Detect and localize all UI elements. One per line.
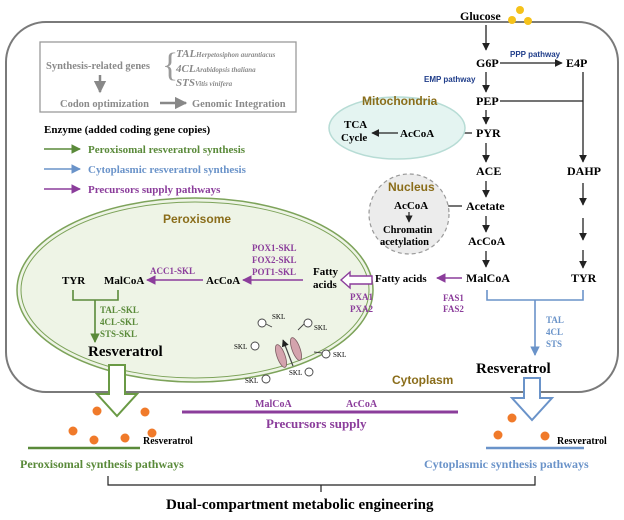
skl-label-6: SKL bbox=[245, 377, 258, 385]
px-malcoa-label: MalCoA bbox=[104, 275, 144, 287]
fox2-label: FOX2-SKL bbox=[252, 255, 297, 265]
cyto-resveratrol-dots-icon bbox=[493, 413, 550, 441]
skl-signal-group bbox=[250, 318, 331, 384]
legend-title: Enzyme (added coding gene copies) bbox=[44, 124, 211, 136]
precursor-malcoa-label: MalCoA bbox=[255, 399, 292, 410]
px-4cl-label: 4CL-SKL bbox=[100, 317, 138, 327]
species-sts: Vitis vinifera bbox=[195, 80, 233, 88]
synthesis-genes-label: Synthesis-related genes bbox=[46, 61, 150, 72]
legend-label-cytoplasmic: Cytoplasmic resveratrol synthesis bbox=[88, 164, 247, 176]
cyto-resveratrol-label: Resveratrol bbox=[476, 361, 551, 377]
cell-membrane bbox=[5, 21, 619, 393]
e4p-label: E4P bbox=[566, 56, 587, 70]
peroxisome-organelle-inner bbox=[20, 201, 370, 379]
precursor-acoa-label: AcCoA bbox=[346, 399, 378, 410]
glucose-label: Glucose bbox=[460, 9, 501, 23]
legend-label-precursors: Precursors supply pathways bbox=[88, 184, 221, 196]
ppp-pathway-label: PPP pathway bbox=[510, 50, 561, 59]
fas1-label: FAS1 bbox=[443, 293, 464, 303]
mito-acoa-label: AcCoA bbox=[400, 128, 434, 140]
pxa2-label: PXA2 bbox=[350, 304, 373, 314]
synthesis-genes-box bbox=[39, 41, 297, 113]
px-tyr-label: TYR bbox=[62, 275, 86, 287]
brace-glyph: { bbox=[162, 47, 178, 84]
skl-label-5: SKL bbox=[289, 369, 302, 377]
codon-optimization-label: Codon optimization bbox=[60, 99, 149, 110]
nucleus-title: Nucleus bbox=[388, 180, 435, 194]
cytoplasmic-pathways-label: Cytoplasmic synthesis pathways bbox=[424, 457, 589, 471]
precursor-supply-label: Precursors supply bbox=[266, 416, 367, 431]
skl-label-2: SKL bbox=[314, 324, 327, 332]
skl-label-1: SKL bbox=[272, 313, 285, 321]
emp-pathway-label: EMP pathway bbox=[424, 75, 476, 84]
gene-tal: TAL bbox=[176, 48, 196, 60]
fatty-acids-cyto-label: Fatty acids bbox=[375, 273, 427, 285]
genomic-integration-label: Genomic Integration bbox=[192, 99, 286, 110]
cyto-synthesis-connector bbox=[486, 290, 584, 355]
peroxisomal-pathways-label: Peroxisomal synthesis pathways bbox=[20, 457, 184, 471]
legend-label-peroxisomal: Peroxisomal resveratrol synthesis bbox=[88, 144, 246, 156]
tca-label-2: Cycle bbox=[341, 132, 367, 144]
pex-import-pore-icon bbox=[275, 337, 302, 368]
dahp-label: DAHP bbox=[567, 164, 601, 178]
ace-label: ACE bbox=[476, 164, 501, 178]
peroxisome-title: Peroxisome bbox=[163, 212, 231, 226]
pxa-transport-arrow bbox=[339, 270, 373, 290]
skl-label-4: SKL bbox=[333, 351, 346, 359]
px-export-arrow bbox=[94, 364, 140, 418]
tyr-cyto-label: TYR bbox=[571, 271, 597, 285]
cytoplasm-title: Cytoplasm bbox=[392, 373, 453, 387]
svg-text:TALHerpetosiphon aurantiacus: TALHerpetosiphon aurantiacus bbox=[176, 48, 276, 60]
px-bottom-resveratrol-label: Resveratrol bbox=[143, 436, 193, 447]
bottom-brace bbox=[107, 476, 536, 492]
px-resveratrol-dots-icon bbox=[68, 406, 157, 445]
acc1-label: ACC1-SKL bbox=[150, 266, 195, 276]
gene-sts: STS bbox=[176, 77, 195, 89]
pyr-label: PYR bbox=[476, 126, 501, 140]
cyto-export-arrow bbox=[509, 377, 555, 422]
px-acoa-label: AcCoA bbox=[206, 275, 240, 287]
px-fatty-label-2: acids bbox=[313, 279, 338, 291]
g6p-label: G6P bbox=[476, 56, 499, 70]
species-tal: Herpetosiphon aurantiacus bbox=[195, 51, 275, 59]
pep-label: PEP bbox=[476, 94, 499, 108]
cyto-tal-label: TAL bbox=[546, 315, 564, 325]
main-title: Dual-compartment metabolic engineering bbox=[166, 497, 434, 513]
nucleus-acoa-label: AcCoA bbox=[394, 200, 428, 212]
tca-label-1: TCA bbox=[344, 119, 367, 131]
skl-label-3: SKL bbox=[234, 343, 247, 351]
species-4cl: Arabidopsis thaliana bbox=[195, 66, 257, 74]
px-fatty-label-1: Fatty bbox=[313, 266, 339, 278]
pxa1-label: PXA1 bbox=[350, 292, 373, 302]
px-synthesis-connector bbox=[72, 290, 119, 342]
acetylation-label: acetylation bbox=[380, 237, 429, 248]
px-resveratrol-label: Resveratrol bbox=[88, 344, 163, 360]
pot1-label: POT1-SKL bbox=[252, 267, 296, 277]
chromatin-label: Chromatin bbox=[383, 225, 433, 236]
svg-text:STSVitis vinifera: STSVitis vinifera bbox=[176, 77, 233, 89]
acoa-cyto-label: AcCoA bbox=[468, 234, 506, 248]
malcoa-cyto-label: MalCoA bbox=[466, 271, 510, 285]
glucose-icon bbox=[508, 6, 532, 25]
gene-4cl: 4CL bbox=[175, 63, 196, 75]
cyto-bottom-resveratrol-label: Resveratrol bbox=[557, 436, 607, 447]
svg-text:4CLArabidopsis thaliana: 4CLArabidopsis thaliana bbox=[175, 63, 256, 75]
fas2-label: FAS2 bbox=[443, 304, 464, 314]
mitochondria-title: Mitochondria bbox=[362, 94, 438, 108]
pox1-label: POX1-SKL bbox=[252, 243, 297, 253]
cyto-4cl-label: 4CL bbox=[546, 327, 563, 337]
px-tal-label: TAL-SKL bbox=[100, 305, 139, 315]
peroxisome-organelle-outer bbox=[16, 197, 374, 383]
mitochondria-organelle bbox=[328, 96, 466, 160]
acetate-label: Acetate bbox=[466, 199, 505, 213]
px-sts-label: STS-SKL bbox=[100, 329, 137, 339]
cyto-sts-label: STS bbox=[546, 339, 562, 349]
